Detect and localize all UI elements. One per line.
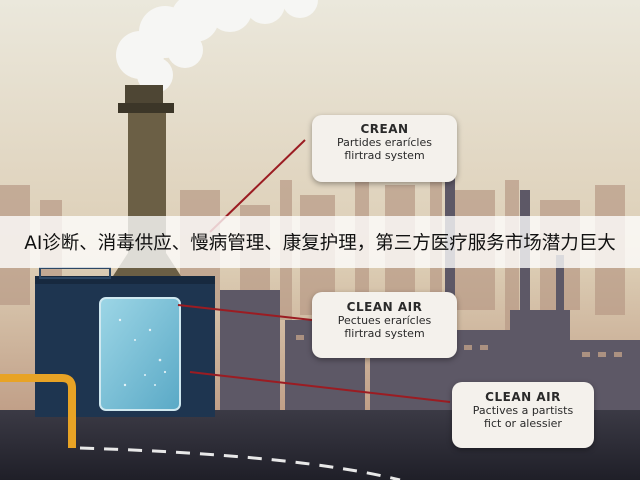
callout-1-title: CREAN: [360, 122, 409, 136]
chimney-top: [125, 85, 163, 105]
callout-3-title: CLEAN AIR: [485, 390, 561, 404]
caption-banner: AI诊断、消毒供应、慢病管理、康复护理，第三方医疗服务市场潜力巨大: [0, 216, 640, 268]
callout-3-line1: Pactives a partists: [472, 404, 574, 417]
road-line: [79, 446, 401, 480]
callout-2: CLEAN AIR Pectues erarícles flirtrad sys…: [312, 292, 457, 358]
callout-3-line2: fict or alessier: [484, 417, 562, 430]
smoke-cloud: [116, 0, 318, 93]
callout-2-line2: flirtrad system: [344, 327, 425, 340]
callout-2-title: CLEAN AIR: [346, 300, 423, 314]
callout-1: CREAN Partides erarícles flirtrad system: [312, 115, 457, 182]
callout-3: CLEAN AIR Pactives a partists fict or al…: [452, 382, 594, 448]
callout-1-line2: flirtrad system: [344, 149, 425, 162]
filter-particles: [118, 318, 167, 387]
callout-1-line1: Partides erarícles: [337, 136, 432, 149]
filter-glass: [99, 297, 181, 411]
orange-pipe: [0, 374, 76, 448]
caption-text: AI诊断、消毒供应、慢病管理、康复护理，第三方医疗服务市场潜力巨大: [24, 233, 616, 254]
callout-2-line1: Pectues erarícles: [337, 314, 432, 327]
